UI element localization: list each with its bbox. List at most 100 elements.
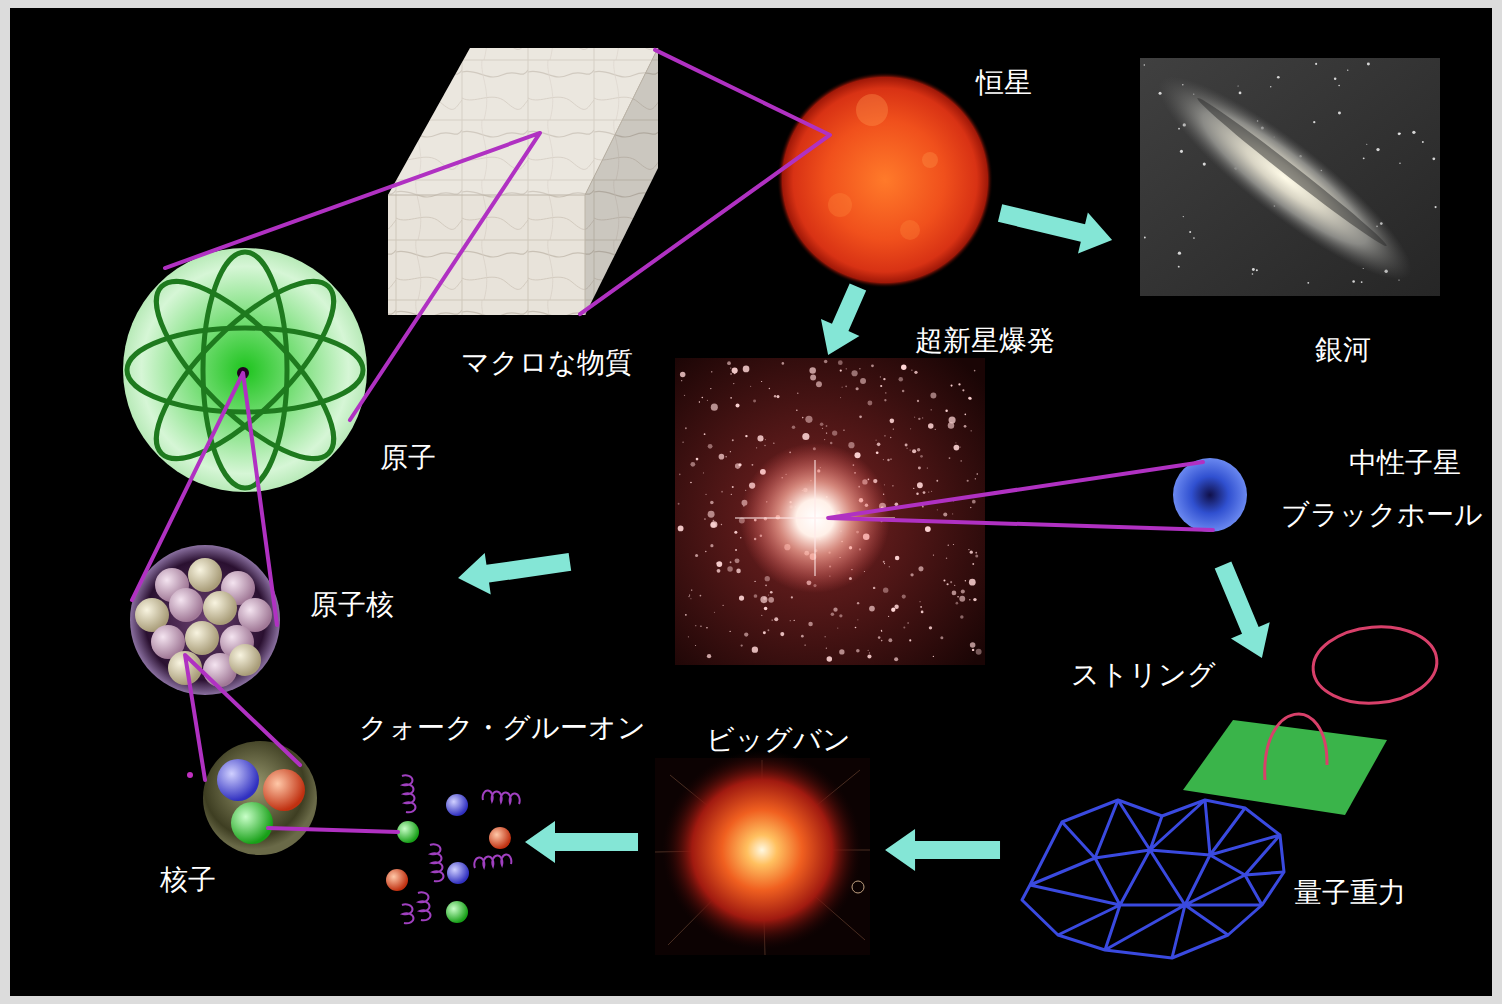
sun-picture-part [856,94,888,126]
supernova-picture-part-part [913,488,914,489]
node-label: クォーク・グルーオン [359,711,646,745]
supernova-picture-part-part [730,451,731,452]
supernova-picture-part-part [732,439,734,441]
supernova-picture-part-part [961,589,965,593]
supernova-picture-part-part [859,368,860,369]
supernova-picture-part-part [892,485,893,486]
string-node: ストリング [1183,625,1440,815]
supernova-picture-part-part [711,371,712,372]
supernova-picture-part-part [902,367,905,370]
supernova-picture-part-part [743,366,750,373]
supernova-picture-part-part [838,360,843,365]
sun-picture [777,72,993,288]
supernova-picture-part-part [867,401,872,406]
macro-matter-cube-part [388,48,658,315]
supernova-picture-part-part [678,503,680,505]
supernova-picture-part-part [704,518,706,520]
supernova-picture-part-part [843,430,844,431]
supernova-picture-part-part [855,627,857,629]
galaxy-picture-part-part [1183,216,1184,217]
galaxy-picture-part-part [1398,132,1401,135]
supernova-picture-part-part [929,626,932,629]
supernova-picture-part-part [928,491,929,492]
supernova-picture-part-part [957,596,958,597]
galaxy-picture-part-part [1412,131,1415,134]
supernova-picture-part-part [878,636,881,639]
supernova-picture-part-part [752,647,758,653]
supernova-picture-part-part [826,425,828,427]
sun-picture-part [828,193,852,217]
supernova-picture-part-part [887,459,889,461]
supernova-picture-part-part [888,638,892,642]
supernova-picture-part-part [923,491,926,494]
supernova-picture-part-part [801,635,804,638]
supernova-picture-part-part [894,604,898,608]
supernova-picture-part-part [946,557,947,558]
supernova-picture-part-part [910,573,913,576]
node-label: 中性子星 [1349,446,1461,480]
supernova-picture-part-part [883,561,885,563]
supernova-picture-part-part [827,656,833,662]
quark-gluon-picture-part [446,794,468,816]
supernova-picture-part-part [708,511,715,518]
supernova-picture-part-part [796,409,798,411]
flow-arrow [525,821,638,863]
node-label: ビッグバン [706,723,851,757]
supernova-picture-part-part [691,589,692,590]
quantum-gravity-mesh [1022,800,1284,958]
zoom-line [580,50,830,314]
galaxy-picture-part-part [1352,280,1355,283]
supernova-picture-part-part [903,626,905,628]
node-label: 核子 [160,863,216,897]
supernova-picture-part-part [907,622,908,623]
supernova-picture-part-part [890,437,892,439]
supernova-picture-part-part [845,386,847,388]
galaxy-node: 銀河 [1140,58,1440,296]
galaxy-picture [1138,52,1440,303]
galaxy-picture-part-part [1307,282,1309,284]
supernova-picture-part-part [764,445,766,447]
big-bang-picture-part [852,881,864,893]
zoom-line [132,373,277,625]
supernova-picture-part-part [918,566,923,571]
supernova-picture-part-part [906,448,907,449]
galaxy-picture-part-part [1366,144,1367,145]
supernova-picture-part-part [754,594,758,598]
supernova-picture-part-part [745,435,747,437]
supernova-picture-part-part [732,368,738,374]
supernova-picture-part-part [695,625,696,626]
supernova-picture-part-part [909,639,911,641]
galaxy-picture-part-part [1338,112,1341,115]
galaxy-picture-part-part [1193,237,1195,239]
galaxy-picture-part-part [1398,279,1399,280]
supernova-picture-part-part [770,591,773,594]
supernova-picture-part-part [738,463,741,466]
supernova-picture-part-part [857,619,858,620]
supernova-picture-part-part [764,607,768,611]
supernova-picture-part-part [902,595,906,599]
supernova-picture-part-part [696,458,699,461]
galaxy-picture-part-part [1203,163,1206,166]
flow-arrow [458,553,571,595]
nucleon-node: 核子 [203,741,317,855]
supernova-picture-part-part [690,482,692,484]
supernova-picture-part-part [735,549,737,551]
galaxy-picture-part-part [1277,76,1280,79]
supernova-picture-part-part [970,642,976,648]
supernova-picture-part-part [935,429,936,430]
quark-gluon-picture [386,775,520,923]
galaxy-picture-part-part [1144,237,1146,239]
supernova-picture-part-part [880,385,882,387]
supernova-picture-part-part [768,597,774,603]
supernova-picture-part-part [890,419,895,424]
galaxy-picture-part-part [1252,268,1255,271]
supernova-picture-part-part [880,376,881,377]
macro-matter-cube-part [585,48,658,315]
supernova-picture-part-part [839,614,842,617]
supernova-picture-part-part [952,513,953,514]
supernova-picture-part-part [931,491,932,492]
quark-gluon-picture-part-part [483,790,520,804]
supernova-picture-part-part [679,474,681,476]
supernova-picture-part-part [973,598,976,601]
supernova-picture-part-part [710,544,713,547]
